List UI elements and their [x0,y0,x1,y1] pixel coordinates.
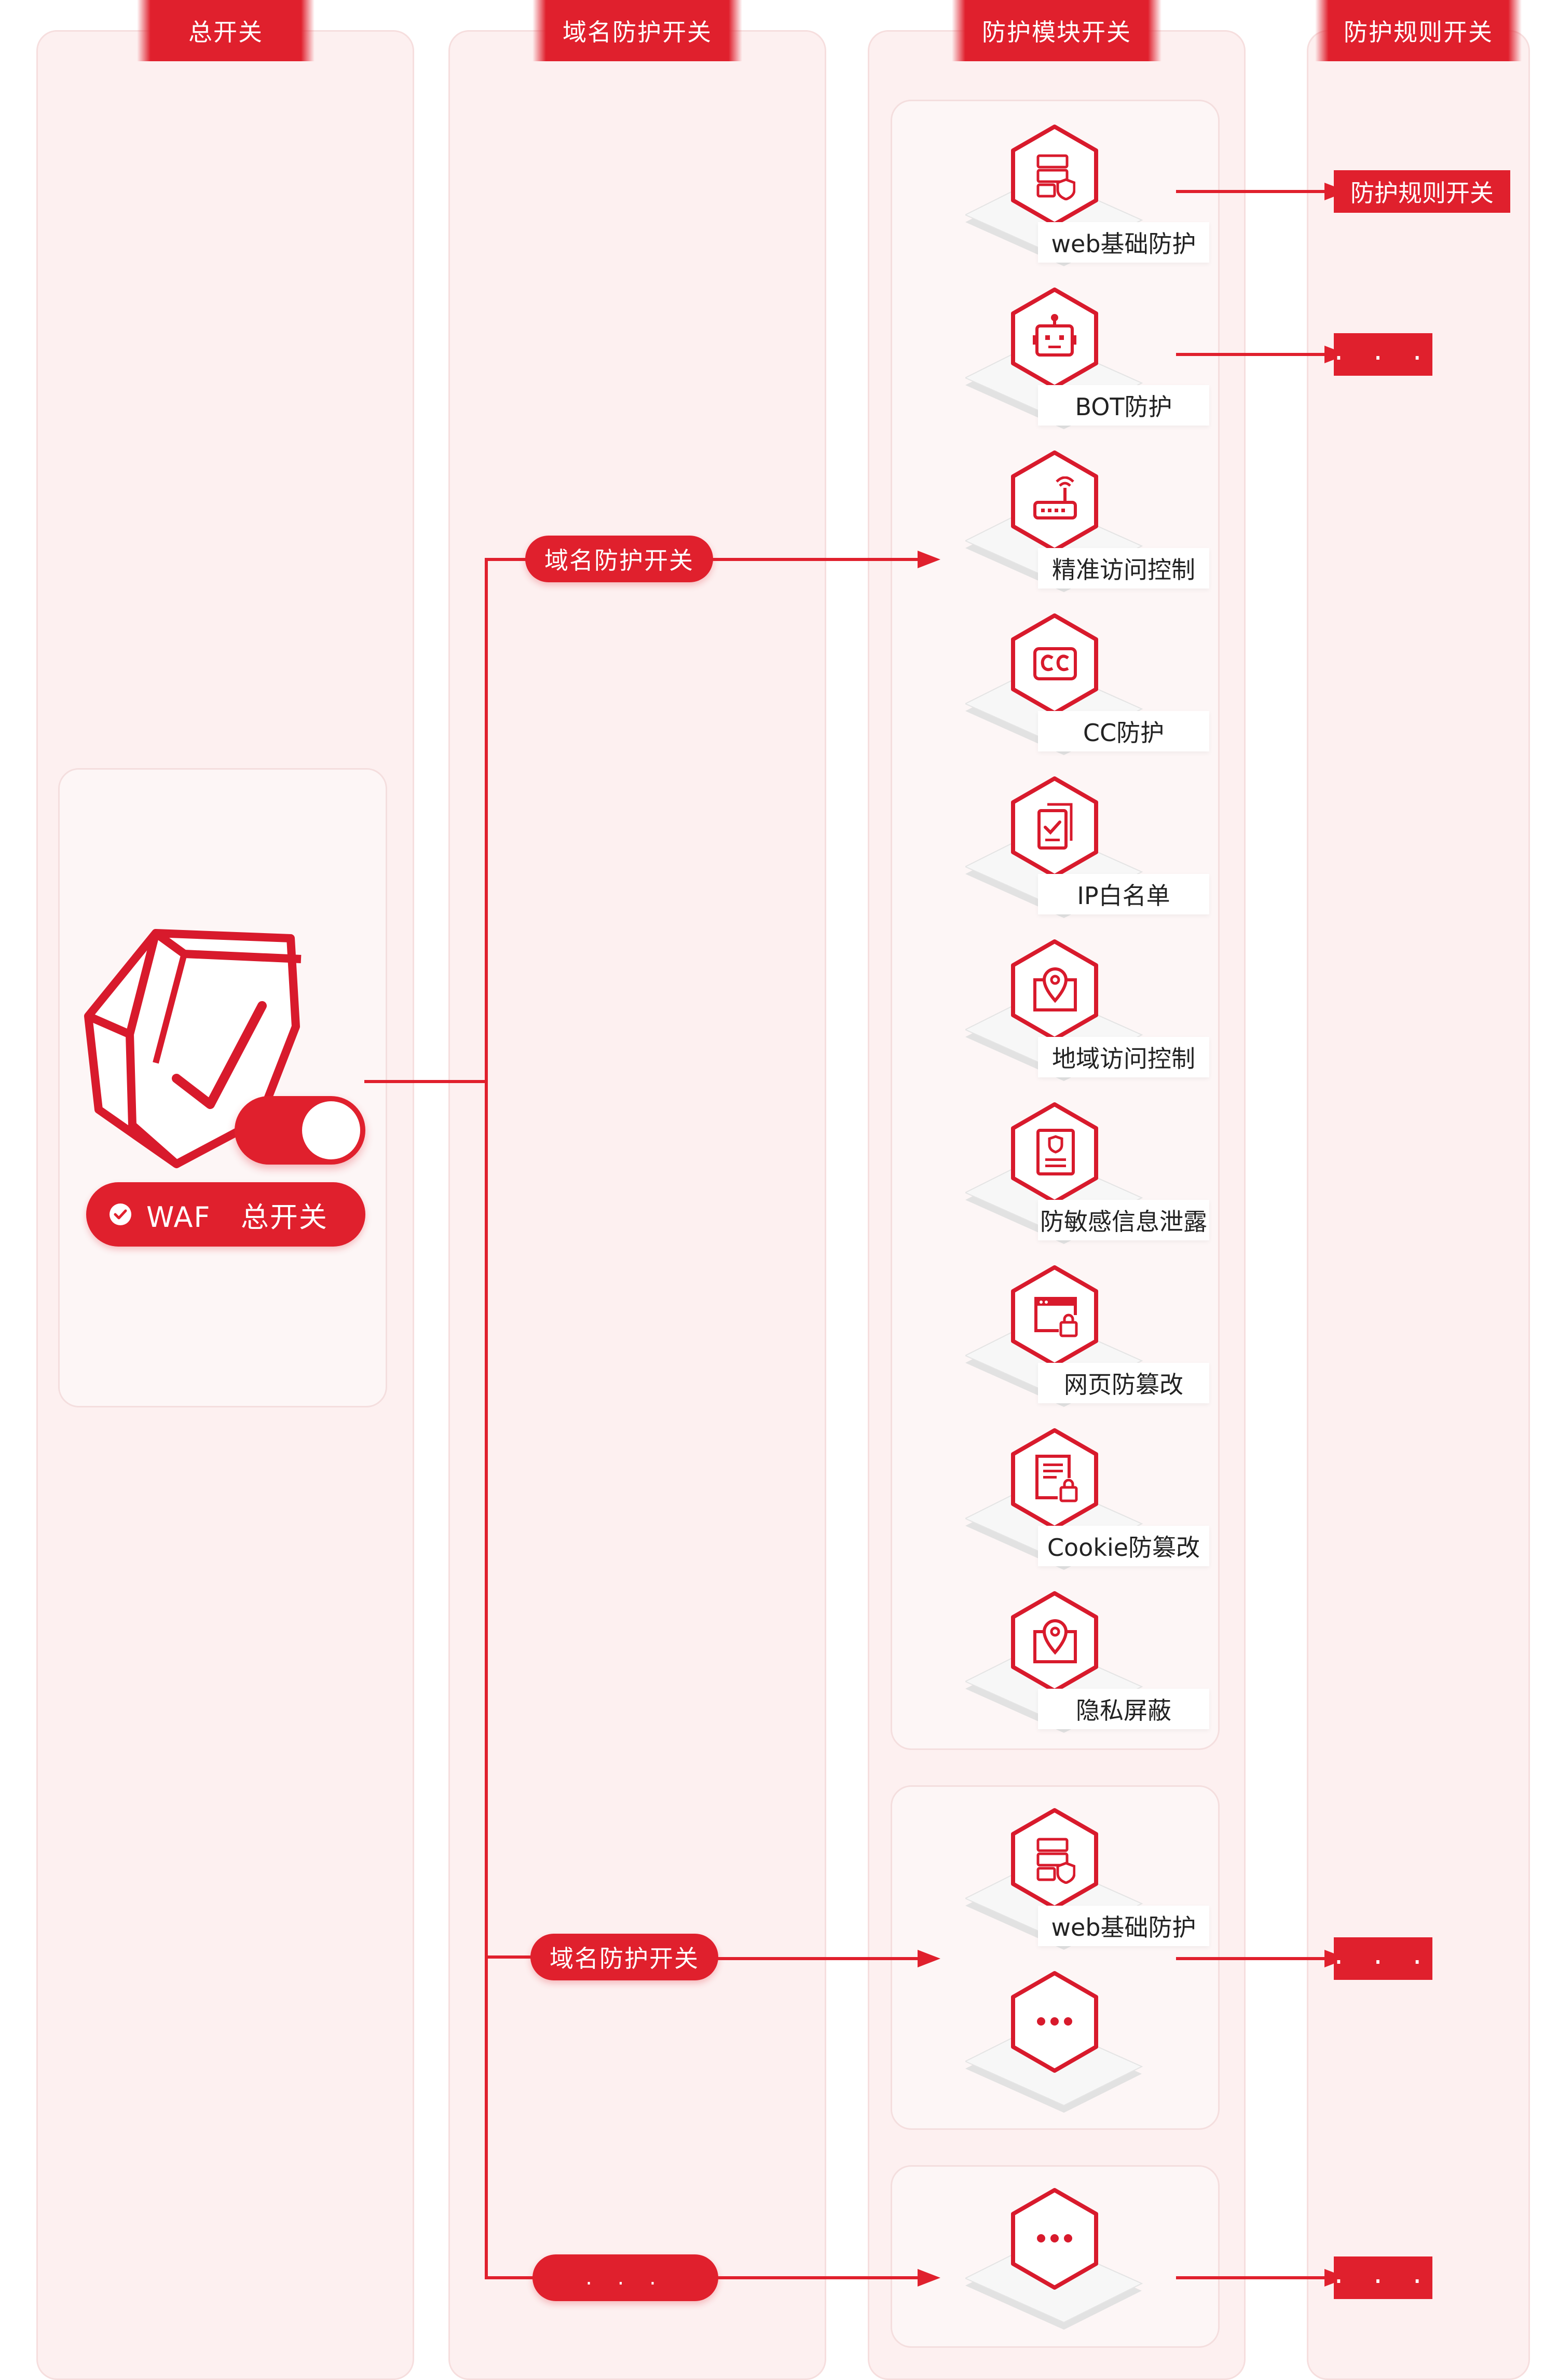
module-geo-access[interactable]: 地域访问控制 [965,938,1209,1094]
module-web-tamper[interactable]: 网页防篡改 [965,1264,1209,1420]
module-cc[interactable]: CC防护 [965,612,1209,768]
module-label: CC防护 [1038,711,1209,751]
arrow-rule-1 [1176,190,1327,193]
arrow-head-domain-1 [918,551,940,568]
module-more-3[interactable] [965,2187,1209,2343]
cc-icon [1033,647,1077,680]
waf-master-switch[interactable]: WAF 总开关 [86,1182,365,1247]
arrow-head-domain-3 [918,2269,940,2287]
server-shield-icon [1036,154,1075,200]
master-toggle[interactable] [235,1096,365,1165]
id-card-icon [1036,1129,1075,1175]
column-rule [1307,30,1530,2380]
arrow-rule-3 [1176,1957,1327,1960]
column-header-module: 防护模块开关 [952,0,1161,61]
robot-icon [1033,314,1076,357]
module-cookie-tamper[interactable]: Cookie防篡改 [965,1427,1209,1583]
column-header-domain: 域名防护开关 [532,0,742,61]
module-ip-whitelist[interactable]: IP白名单 [965,775,1209,931]
module-label: Cookie防篡改 [1038,1526,1209,1566]
connector-branch-2 [485,1955,531,1959]
column-domain [448,30,826,2380]
module-label: 防敏感信息泄露 [1038,1200,1209,1240]
map-pin-icon [1033,967,1077,1011]
rule-switch-4[interactable]: . . . [1334,2256,1432,2299]
module-label: IP白名单 [1038,874,1209,914]
browser-lock-icon [1034,1297,1078,1337]
arrow-rule-4 [1176,2276,1327,2279]
waf-master-label: WAF 总开关 [146,1200,328,1234]
domain-switch-3[interactable]: . . . [532,2254,718,2301]
rule-switch-1[interactable]: 防护规则开关 [1334,170,1510,213]
module-label: 地域访问控制 [1038,1037,1209,1077]
module-web-basic-2[interactable]: web基础防护 [965,1807,1209,1963]
rule-switch-3[interactable]: . . . [1334,1937,1432,1980]
connector-trunk [485,558,488,2279]
column-header-rule: 防护规则开关 [1315,0,1522,61]
module-label: 精准访问控制 [1038,548,1209,589]
router-icon [1033,476,1077,519]
column-header-master: 总开关 [137,0,315,61]
module-web-basic[interactable]: web基础防护 [965,124,1209,279]
arrow-domain-2 [717,1957,920,1960]
module-bot[interactable]: BOT防护 [965,286,1209,442]
domain-switch-2[interactable]: 域名防护开关 [530,1934,718,1980]
map-pin-icon [1033,1619,1077,1663]
domain-switch-1[interactable]: 域名防护开关 [525,536,713,582]
module-privacy-mask[interactable]: 隐私屏蔽 [965,1590,1209,1746]
file-lock-icon [1035,1455,1078,1502]
module-label: 网页防篡改 [1038,1363,1209,1403]
arrow-rule-2 [1176,353,1327,356]
arrow-domain-1 [712,558,920,561]
connector-branch-3 [485,2276,535,2279]
arrow-domain-3 [717,2276,920,2279]
module-label: 隐私屏蔽 [1038,1689,1209,1729]
connector-branch-1 [485,558,526,561]
module-label: web基础防护 [1038,222,1209,263]
check-circle-icon [110,1203,131,1225]
more-icon [1037,2234,1072,2242]
module-more-2[interactable] [965,1970,1209,2126]
more-icon [1037,2017,1072,2026]
module-leak-prevention[interactable]: 防敏感信息泄露 [965,1101,1209,1257]
module-access-control[interactable]: 精准访问控制 [965,449,1209,605]
module-label: BOT防护 [1038,385,1209,426]
server-shield-icon [1036,1838,1075,1884]
toggle-knob [302,1101,360,1159]
module-label: web基础防护 [1038,1906,1209,1946]
connector-master [364,1080,488,1083]
arrow-head-domain-2 [918,1950,940,1967]
rule-switch-2[interactable]: . . . [1334,333,1432,376]
document-check-icon [1037,803,1073,850]
